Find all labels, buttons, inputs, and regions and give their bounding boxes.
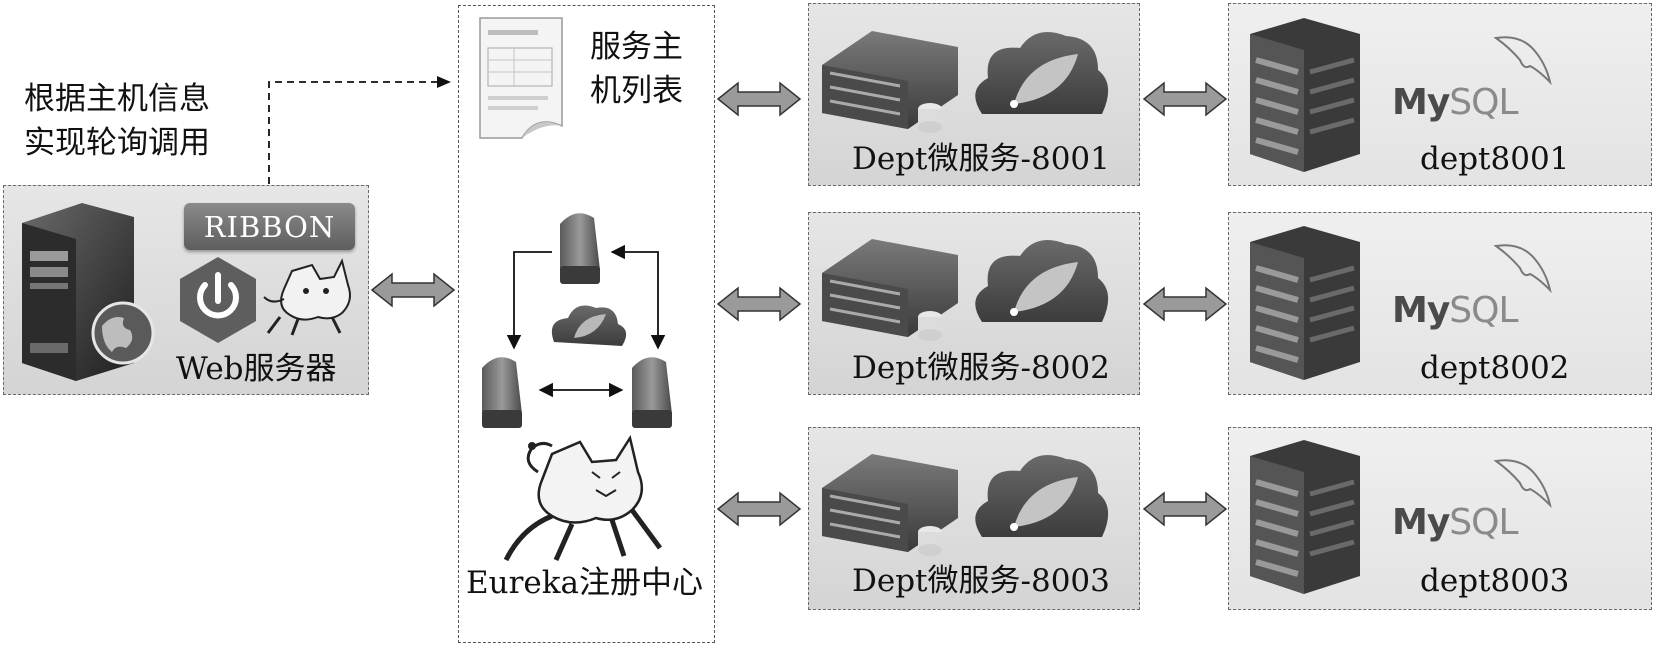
mysql-logo-3: MySQL xyxy=(1392,502,1519,543)
mysql-dolphin-icon-3 xyxy=(1493,459,1552,509)
annotation-line-1: 根据主机信息 xyxy=(24,81,210,117)
db-server-icon-1 xyxy=(1250,18,1360,172)
tomcat-eureka-icon xyxy=(503,434,663,562)
rack-server-icon-1 xyxy=(822,31,958,133)
mysql-logo-my: My xyxy=(1392,502,1450,543)
host-list-label-line-2: 机列表 xyxy=(590,73,683,109)
dept-service-8003-label: Dept微服务-8003 xyxy=(852,563,1110,599)
rack-server-icon-2 xyxy=(822,239,958,341)
double-arrow-eureka-service-3 xyxy=(716,491,802,527)
document-icon xyxy=(479,17,563,139)
mysql-logo-sql: SQL xyxy=(1449,502,1518,543)
double-arrow-service-db-3 xyxy=(1142,491,1228,527)
mysql-logo-sql: SQL xyxy=(1449,82,1518,123)
eureka-label: Eureka注册中心 xyxy=(466,565,704,601)
double-arrow-eureka-service-2 xyxy=(716,286,802,322)
double-arrow-eureka-service-1 xyxy=(716,81,802,117)
rack-server-icon-3 xyxy=(822,454,958,556)
annotation-line-2: 实现轮询调用 xyxy=(24,125,210,161)
eureka-node-right-icon xyxy=(632,357,672,428)
mysql-logo-my: My xyxy=(1392,82,1450,123)
db-dept8003-label: dept8003 xyxy=(1420,563,1570,599)
eureka-node-top-icon xyxy=(560,213,600,284)
db-server-icon-2 xyxy=(1250,226,1360,380)
mysql-logo-1: MySQL xyxy=(1392,82,1519,123)
globe-icon xyxy=(91,301,155,365)
double-arrow-service-db-2 xyxy=(1142,286,1228,322)
eureka-cluster xyxy=(482,213,672,428)
tomcat-icon xyxy=(263,258,351,336)
ribbon-routing-arrow xyxy=(268,76,451,184)
spring-cloud-icon-3 xyxy=(975,455,1109,537)
mysql-dolphin-icon-1 xyxy=(1493,36,1552,86)
mysql-logo-2: MySQL xyxy=(1392,290,1519,331)
eureka-node-left-icon xyxy=(482,357,522,428)
mysql-logo-sql: SQL xyxy=(1449,290,1518,331)
ribbon-badge: RIBBON xyxy=(184,203,355,250)
db-dept8001-label: dept8001 xyxy=(1420,141,1570,177)
spring-cloud-icon-1 xyxy=(975,32,1109,114)
host-list-label-line-1: 服务主 xyxy=(590,29,683,65)
web-server-label: Web服务器 xyxy=(176,351,337,387)
spring-boot-power-icon xyxy=(180,257,256,343)
dept-service-8002-label: Dept微服务-8002 xyxy=(852,350,1110,386)
mysql-logo-my: My xyxy=(1392,290,1450,331)
mysql-dolphin-icon-2 xyxy=(1493,244,1552,294)
spring-cloud-icon-2 xyxy=(975,240,1109,322)
double-arrow-service-db-1 xyxy=(1142,81,1228,117)
spring-cloud-small-icon xyxy=(551,305,627,346)
dept-service-8001-label: Dept微服务-8001 xyxy=(852,141,1110,177)
double-arrow-web-eureka xyxy=(370,272,456,308)
db-server-icon-3 xyxy=(1250,440,1360,594)
db-dept8002-label: dept8002 xyxy=(1420,350,1570,386)
